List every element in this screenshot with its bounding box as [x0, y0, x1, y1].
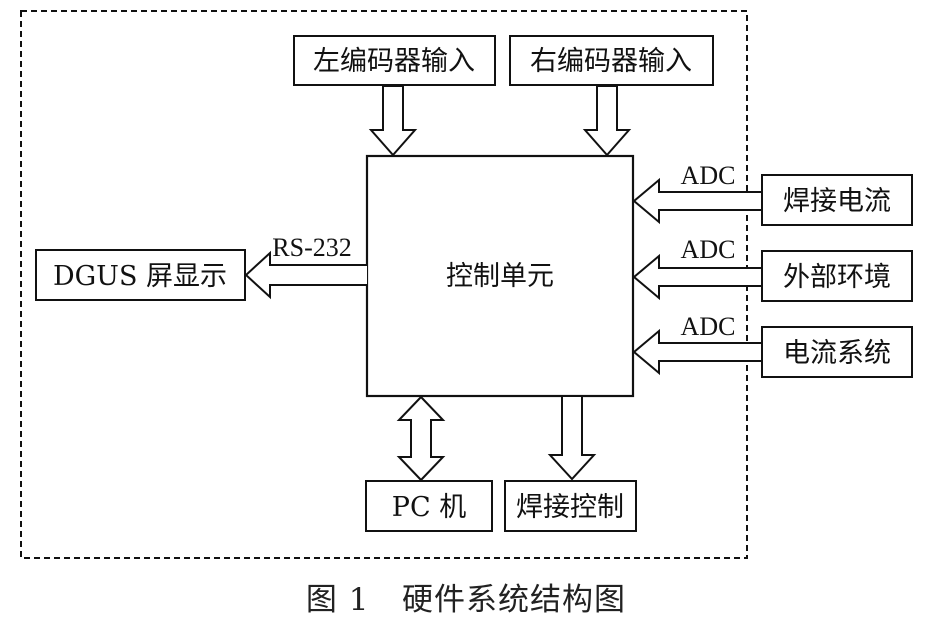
right-encoder-input-box: 右编码器输入: [509, 35, 714, 86]
figure-caption: 图 1 硬件系统结构图: [306, 582, 626, 618]
adc-arrow-current-system: [632, 328, 761, 376]
welding-current-box: 焊接电流: [761, 174, 913, 226]
welding-control-arrow: [547, 397, 597, 481]
dgus-display-label: DGUS 屏显示: [53, 261, 227, 292]
left-encoder-arrow: [368, 85, 418, 157]
control-unit: 控制单元: [365, 154, 635, 398]
external-environment-box: 外部环境: [761, 250, 913, 302]
dgus-display-box: DGUS 屏显示: [35, 249, 246, 301]
current-system-label: 电流系统: [783, 338, 891, 369]
system-boundary: [20, 10, 748, 559]
external-environment-label: 外部环境: [783, 262, 891, 293]
welding-current-label: 焊接电流: [783, 186, 891, 217]
current-system-box: 电流系统: [761, 326, 913, 378]
adc-arrow-welding-current: [632, 177, 761, 225]
pc-label: PC 机: [392, 492, 466, 523]
control-unit-label: 控制单元: [446, 261, 554, 292]
welding-control-box: 焊接控制: [504, 480, 637, 532]
right-encoder-arrow: [582, 85, 632, 157]
left-encoder-input-label: 左编码器输入: [313, 46, 475, 77]
welding-control-label: 焊接控制: [516, 492, 624, 523]
adc-label-3: ADC: [681, 312, 736, 341]
adc-label-2: ADC: [681, 235, 736, 264]
right-encoder-input-label: 右编码器输入: [530, 46, 692, 77]
pc-box: PC 机: [365, 480, 493, 532]
pc-bidirectional-arrow: [396, 395, 446, 482]
rs232-label: RS-232: [272, 233, 351, 262]
adc-arrow-external-environment: [632, 253, 761, 301]
adc-label-1: ADC: [681, 161, 736, 190]
left-encoder-input-box: 左编码器输入: [293, 35, 496, 86]
rs232-arrow: [244, 250, 367, 300]
